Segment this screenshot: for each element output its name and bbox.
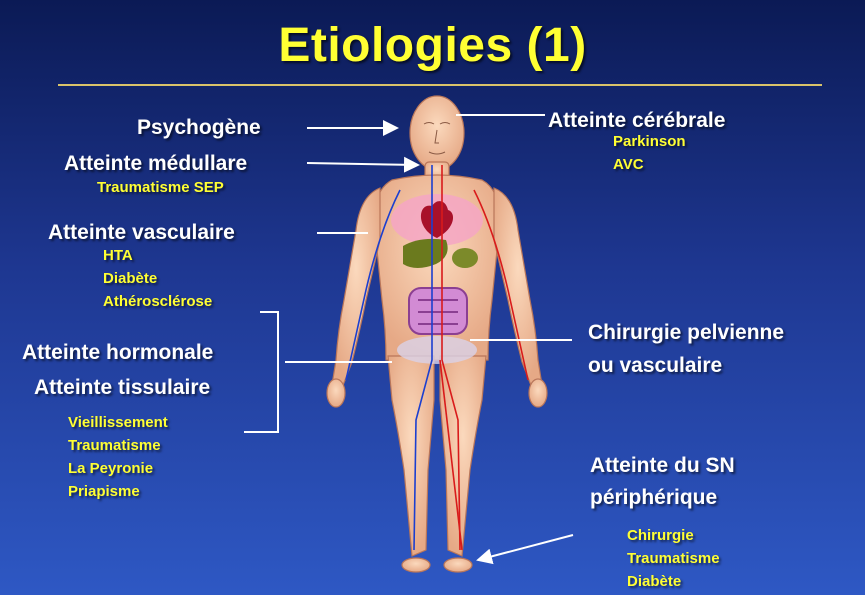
list-item: AVC: [613, 153, 686, 176]
chirurgie-line-2: ou vasculaire: [588, 349, 784, 382]
list-item: Traumatisme: [68, 434, 168, 457]
sn-line-1: Atteinte du SN: [590, 450, 735, 482]
list-sn: Chirurgie Traumatisme Diabète: [627, 524, 720, 593]
list-item: Chirurgie: [627, 524, 720, 547]
bracket: [244, 312, 278, 432]
list-item: HTA: [103, 244, 212, 267]
list-item: Vieillissement: [68, 411, 168, 434]
label-atteinte-vasculaire: Atteinte vasculaire: [48, 221, 235, 245]
list-vasculaire: HTA Diabète Athérosclérose: [103, 244, 212, 313]
label-atteinte-medullaire: Atteinte médullare: [64, 152, 247, 176]
label-atteinte-tissulaire: Atteinte tissulaire: [34, 376, 210, 400]
list-item: Athérosclérose: [103, 290, 212, 313]
label-chirurgie: Chirurgie pelvienne ou vasculaire: [588, 316, 784, 382]
chirurgie-line-1: Chirurgie pelvienne: [588, 316, 784, 349]
list-item: Diabète: [103, 267, 212, 290]
list-item: Traumatisme: [627, 547, 720, 570]
detail-medullaire: Traumatisme SEP: [97, 176, 224, 199]
label-atteinte-sn: Atteinte du SN périphérique: [590, 450, 735, 514]
label-psychogene: Psychogène: [137, 116, 261, 140]
list-item: Diabète: [627, 570, 720, 593]
list-cerebrale: Parkinson AVC: [613, 130, 686, 176]
title-underline: [58, 84, 822, 86]
list-item: La Peyronie: [68, 457, 168, 480]
list-tissulaire: Vieillissement Traumatisme La Peyronie P…: [68, 411, 168, 503]
list-item: Priapisme: [68, 480, 168, 503]
list-item: Parkinson: [613, 130, 686, 153]
medullaire-arrow: [307, 163, 418, 165]
sn-arrow: [478, 535, 573, 560]
page-title: Etiologies (1): [0, 18, 865, 73]
label-atteinte-hormonale: Atteinte hormonale: [22, 341, 213, 365]
sn-line-2: périphérique: [590, 482, 735, 514]
